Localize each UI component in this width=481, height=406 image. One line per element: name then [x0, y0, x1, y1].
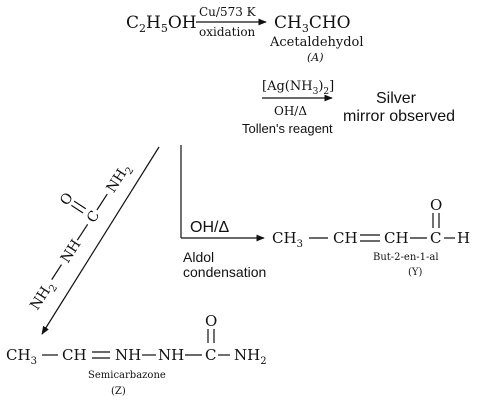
butenal-h: H	[457, 229, 470, 247]
semicarbazone-nh-b: NH	[158, 346, 184, 364]
silver-text: Silver	[376, 90, 417, 107]
semicarbazone-o: O	[205, 312, 217, 330]
butenal-o: O	[430, 196, 442, 214]
semicarbazide-o: O	[57, 190, 77, 208]
semicarbazone-nh-a: NH	[115, 346, 141, 364]
semicarbazide-reagent: NH2 NH C NH2 O	[27, 165, 136, 314]
aldol-label-line1: Aldol	[183, 249, 214, 265]
label-A: (A)	[307, 51, 324, 64]
oxidation-reagent-above: Cu/573 K	[199, 5, 257, 19]
ethanol-formula: C2H5OH	[126, 13, 197, 35]
semicarbazide-bond-3	[96, 193, 108, 211]
silver-mirror-text: mirror observed	[343, 108, 455, 125]
butenal-ch3: CH3	[272, 229, 303, 250]
butenal-ch-a: CH	[333, 229, 358, 247]
semicarbazide-nh2-bottom: NH2	[27, 278, 60, 314]
semicarbazone-c: C	[205, 346, 216, 364]
aldol-label-line2: condensation	[183, 264, 266, 280]
aldol-reagent: OH/Δ	[190, 219, 229, 236]
semicarbazone-ch: CH	[62, 346, 87, 364]
oxidation-reagent-below: oxidation	[199, 25, 256, 39]
semicarbazone-name: Semicarbazone	[88, 370, 166, 381]
semicarbazide-nh: NH	[58, 237, 85, 266]
tollens-reagent-formula: [Ag(NH3)2]	[262, 79, 334, 97]
acetaldehyde-name: Acetaldehydol	[269, 35, 364, 50]
tollens-reagent-name: Tollen's reagent	[242, 121, 333, 136]
acetaldehyde-formula: CH3CHO	[274, 13, 351, 35]
semicarbazide-arrow	[41, 146, 160, 335]
butenal-c: C	[430, 229, 441, 247]
butenal-ch-b: CH	[384, 229, 409, 247]
semicarbazide-co-right	[73, 200, 87, 210]
semicarbazone-nh2: NH2	[234, 346, 267, 367]
semicarbazone-ch3: CH3	[6, 346, 37, 367]
label-Z: (Z)	[111, 386, 126, 397]
semicarbazide-c: C	[84, 208, 103, 226]
semicarbazide-bond-1	[51, 264, 63, 280]
semicarbazide-co-left	[71, 204, 84, 214]
butenal-name: But-2-en-1-al	[373, 252, 439, 263]
tollens-reagent-below: OH/Δ	[274, 104, 307, 118]
semicarbazide-bond-2	[76, 223, 89, 241]
label-Y: (Y)	[408, 267, 423, 278]
